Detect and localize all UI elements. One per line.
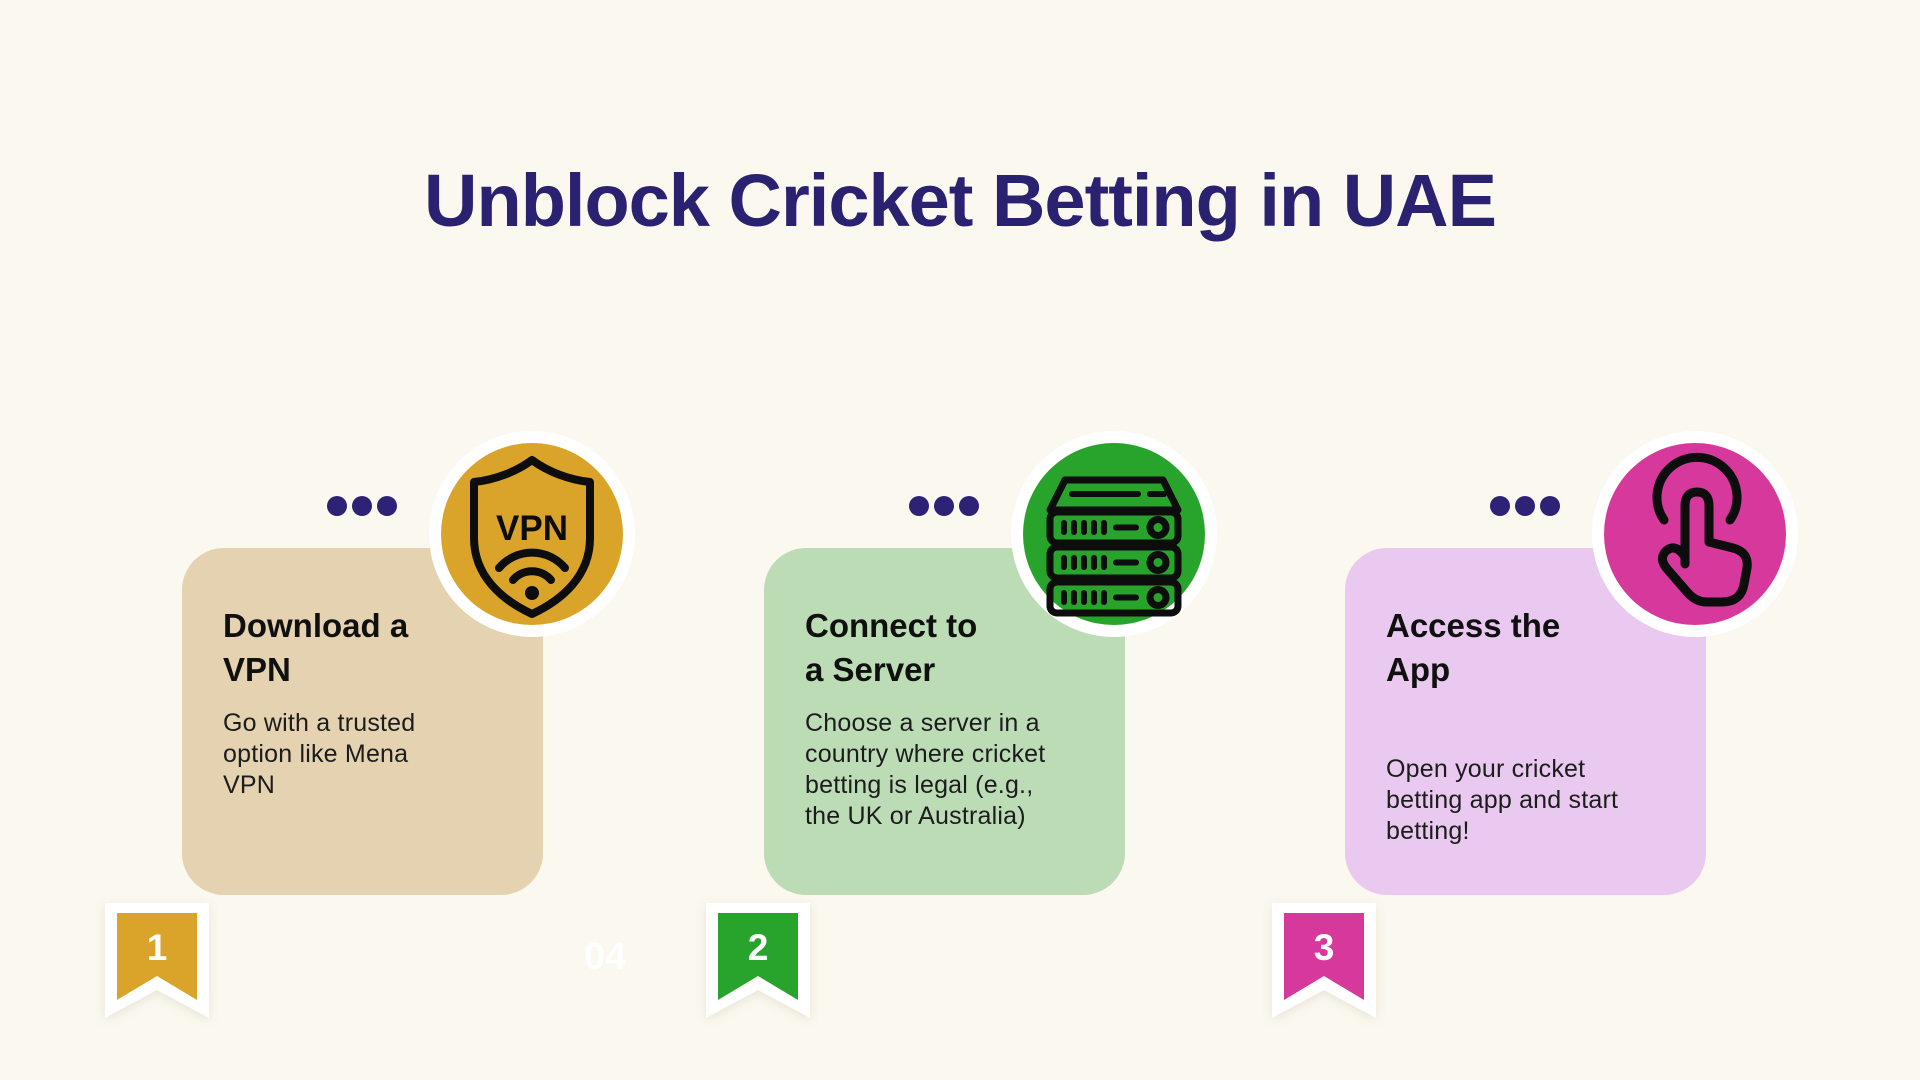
step-number-ribbon: 3 (1272, 903, 1376, 1019)
step-badge (1591, 430, 1799, 638)
connector-path (1490, 496, 1804, 687)
step-number: 3 (1313, 927, 1335, 968)
step-badge (1010, 430, 1218, 638)
step-card-1: Download a VPN Go with a trusted option … (90, 420, 750, 1080)
connector-path (327, 496, 641, 687)
page-title: Unblock Cricket Betting in UAE (424, 159, 1497, 242)
step-card-2: Connect to a Server Choose a server in a… (672, 420, 1332, 1080)
step-number-ribbon: 2 (706, 903, 810, 1019)
step-description: Go with a trusted option like Mena VPN (223, 709, 416, 799)
arrow-right-icon (607, 637, 641, 687)
page-number-watermark: 04 (584, 936, 627, 978)
step-number-ribbon: 1 (105, 903, 209, 1019)
arrow-right-icon (1770, 637, 1804, 687)
step-title: Download a VPN (223, 607, 409, 688)
tap-gesture-icon (1652, 452, 1752, 607)
step-title: Connect to a Server (805, 607, 978, 688)
step-card-3: Access the App Open your cricket betting… (1253, 420, 1913, 1080)
step-description: Choose a server in a country where crick… (805, 709, 1046, 830)
server-rack-icon (1046, 476, 1182, 617)
arrow-right-icon (1189, 637, 1223, 687)
step-number: 1 (146, 927, 168, 968)
step-description: Open your cricket betting app and start … (1386, 755, 1619, 845)
connector-path (909, 496, 1223, 687)
svg-text:VPN: VPN (496, 509, 568, 548)
step-title: Access the App (1386, 607, 1561, 688)
vpn-shield-icon: VPN (470, 456, 594, 618)
step-panel: Download a VPN Go with a trusted option … (182, 548, 543, 895)
step-badge: VPN (428, 430, 636, 638)
step-number: 2 (747, 927, 769, 968)
